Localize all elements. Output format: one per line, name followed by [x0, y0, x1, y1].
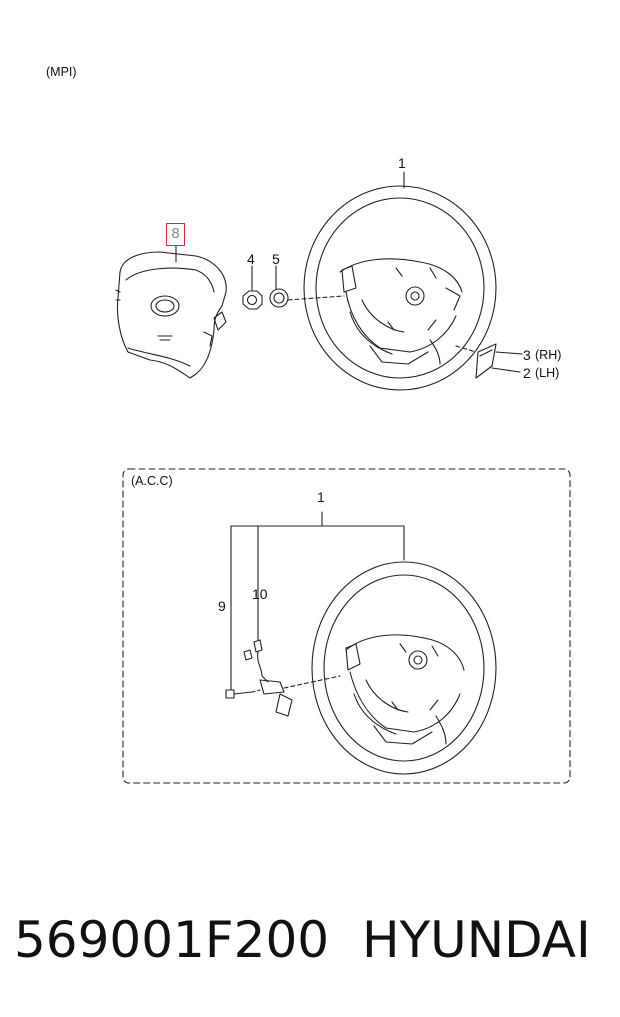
callout-4[interactable]: 4: [247, 251, 255, 267]
steering-wheel-top: [303, 185, 497, 391]
acc-variant-box: [122, 468, 571, 784]
callout-5[interactable]: 5: [272, 251, 280, 267]
callout-3-side: (RH): [535, 348, 562, 362]
screw-9: [225, 689, 261, 699]
airbag-module: [115, 251, 227, 379]
callout-9[interactable]: 9: [218, 598, 226, 614]
callout-8-highlighted[interactable]: 8: [166, 223, 185, 246]
variant-label-mpi: (MPI): [46, 65, 77, 79]
callout-1-top[interactable]: 1: [398, 155, 406, 171]
callout-1-bottom[interactable]: 1: [317, 489, 325, 505]
callout-10[interactable]: 10: [252, 586, 268, 602]
switch-harness-10: [243, 639, 341, 717]
nut-5: [269, 265, 289, 308]
part-number: 569001F200: [14, 911, 330, 969]
nut-4: [242, 265, 263, 310]
cover-3-2: [475, 343, 497, 379]
leader-1-bottom: [230, 511, 405, 561]
brand-name: HYUNDAI: [362, 911, 591, 969]
callout-2-side: (LH): [535, 366, 560, 380]
callout-3[interactable]: 3: [523, 347, 531, 363]
steering-wheel-bottom: [311, 561, 497, 775]
callout-2[interactable]: 2: [523, 365, 531, 381]
variant-label-acc: (A.C.C): [131, 474, 173, 488]
